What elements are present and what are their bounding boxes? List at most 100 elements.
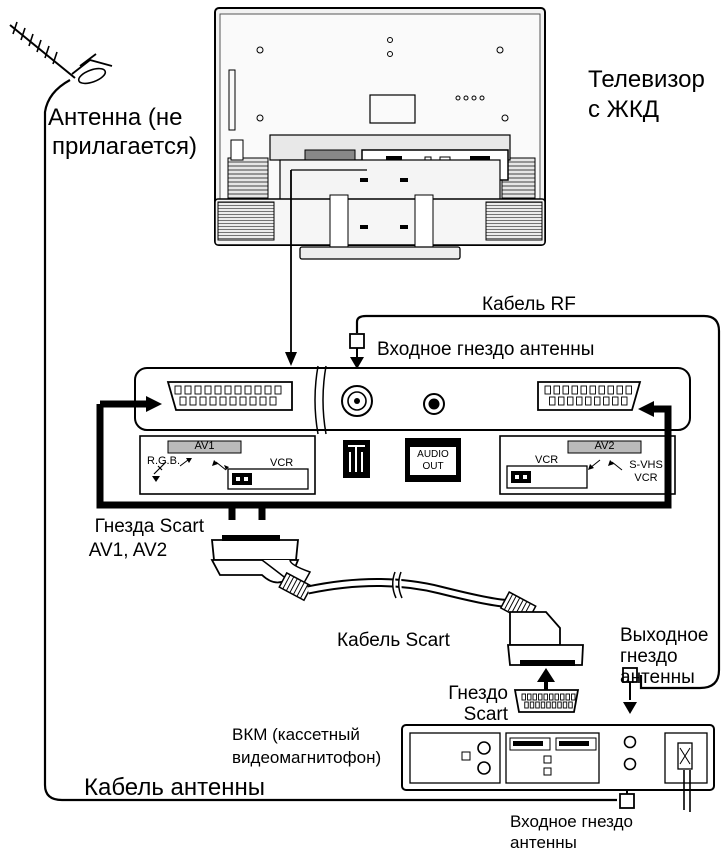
audio-out-line1: AUDIO [417, 449, 449, 460]
scart-pin [594, 396, 601, 406]
scart-pin [568, 701, 573, 709]
scart-pin [557, 701, 562, 709]
scart-pin [540, 701, 546, 709]
scart-cable-illustration [210, 535, 584, 666]
vcr-scart-socket [513, 689, 580, 713]
scart-pin [571, 693, 576, 701]
scart-sockets-line1: Гнезда Scart [94, 516, 204, 537]
scart-pin [621, 396, 628, 406]
scart-pin [625, 385, 632, 395]
scart-sockets-line2: AV1, AV2 [88, 540, 168, 561]
scart-pin [527, 693, 532, 701]
scart-pin [538, 693, 543, 701]
scart-pin [259, 396, 267, 406]
scart-connection-lines [96, 396, 672, 520]
scart-pin [269, 396, 277, 406]
scart-pin [239, 396, 247, 406]
av1-vcr-label: VCR [270, 457, 294, 469]
svhs-label-line1: S-VHS [629, 459, 663, 471]
scart-pin [249, 396, 257, 406]
scart-pin [244, 385, 252, 395]
scart-pin [189, 396, 197, 406]
rf-cable-label: Кабель RF [482, 294, 576, 315]
scart-pin [598, 385, 605, 395]
scart-pin [264, 385, 272, 395]
tv-label-line1: Телевизор [588, 66, 705, 93]
vcr-rear-panel [401, 724, 715, 812]
vcr-input-line1: Входное гнездо [510, 812, 633, 831]
scart-pin [544, 385, 551, 395]
scart-pin [558, 396, 565, 406]
scart-pin [529, 701, 535, 709]
scart-pin [549, 396, 556, 406]
av2-description-box [499, 435, 676, 495]
scart-pin [224, 385, 232, 395]
vcr-unit-line1: ВКМ (кассетный [232, 725, 360, 744]
scart-pin [254, 385, 262, 395]
antenna-icon [9, 21, 113, 85]
scart-pin [551, 701, 557, 709]
scart-pin [560, 693, 565, 701]
tv-rear-illustration [214, 7, 546, 260]
scart-pin [607, 385, 614, 395]
scart-pin [234, 385, 242, 395]
scart-pin [535, 701, 540, 709]
scart-pin [174, 385, 182, 395]
scart-pin [589, 385, 596, 395]
scart-pin [585, 396, 592, 406]
zoom-arrow [285, 169, 367, 366]
scart-pin [554, 693, 559, 701]
scart-socket-line1: Гнездо [448, 683, 508, 704]
av2-vcr-label: VCR [535, 454, 559, 466]
scart-pin [549, 693, 554, 701]
scart-pin [616, 385, 623, 395]
scart-pin [562, 701, 568, 709]
vcr-scart-pins [521, 693, 576, 709]
vcr-output-line1: Выходное [620, 625, 709, 646]
antenna-symbol-icon [343, 440, 370, 478]
tv-label-line2: с ЖКД [588, 96, 660, 123]
scart-pin [204, 385, 212, 395]
scart-pin [580, 385, 587, 395]
scart-pin [194, 385, 202, 395]
svhs-label-line2: VCR [634, 472, 658, 484]
scart-pin [179, 396, 187, 406]
vcr-output-line3: антенны [620, 667, 695, 688]
scart-pin [532, 693, 537, 701]
scart-pin [214, 385, 222, 395]
scart-av1-pins [174, 385, 282, 406]
scart-cable-label: Кабель Scart [337, 630, 450, 651]
scart-pin [521, 693, 526, 701]
vcr-input-line2: антенны [510, 833, 577, 852]
scart-pin [567, 396, 574, 406]
scart-pin [576, 396, 583, 406]
rf-cable-line [355, 314, 721, 690]
av2-badge: AV2 [594, 440, 615, 452]
vcr-unit-line2: видеомагнитофон) [232, 748, 382, 767]
vcr-output-line2: гнездо [620, 646, 678, 667]
antenna-cable-label: Кабель антенны [84, 774, 265, 801]
scart-pin [274, 385, 282, 395]
scart-pin [229, 396, 237, 406]
antenna-input-label: Входное гнездо антенны [377, 339, 595, 360]
rgb-label: R.G.B. [147, 455, 181, 467]
scart-pin [553, 385, 560, 395]
av1-badge: AV1 [194, 440, 215, 452]
scart-pin [184, 385, 192, 395]
scart-pin [546, 701, 551, 709]
av1-description-box [139, 435, 316, 495]
scart-pin [543, 693, 548, 701]
scart-pin [219, 396, 227, 406]
scart-pin [524, 701, 529, 709]
scart-pin [565, 693, 570, 701]
antenna-label-line1: Антенна (не [48, 104, 183, 131]
scart-pin [603, 396, 610, 406]
scart-pin [612, 396, 619, 406]
scart-pin [562, 385, 569, 395]
antenna-cable-line [43, 79, 617, 802]
scart-pin [199, 396, 207, 406]
scart-socket-line2: Scart [463, 704, 508, 725]
scart-pin [209, 396, 217, 406]
scart-pin [571, 385, 578, 395]
